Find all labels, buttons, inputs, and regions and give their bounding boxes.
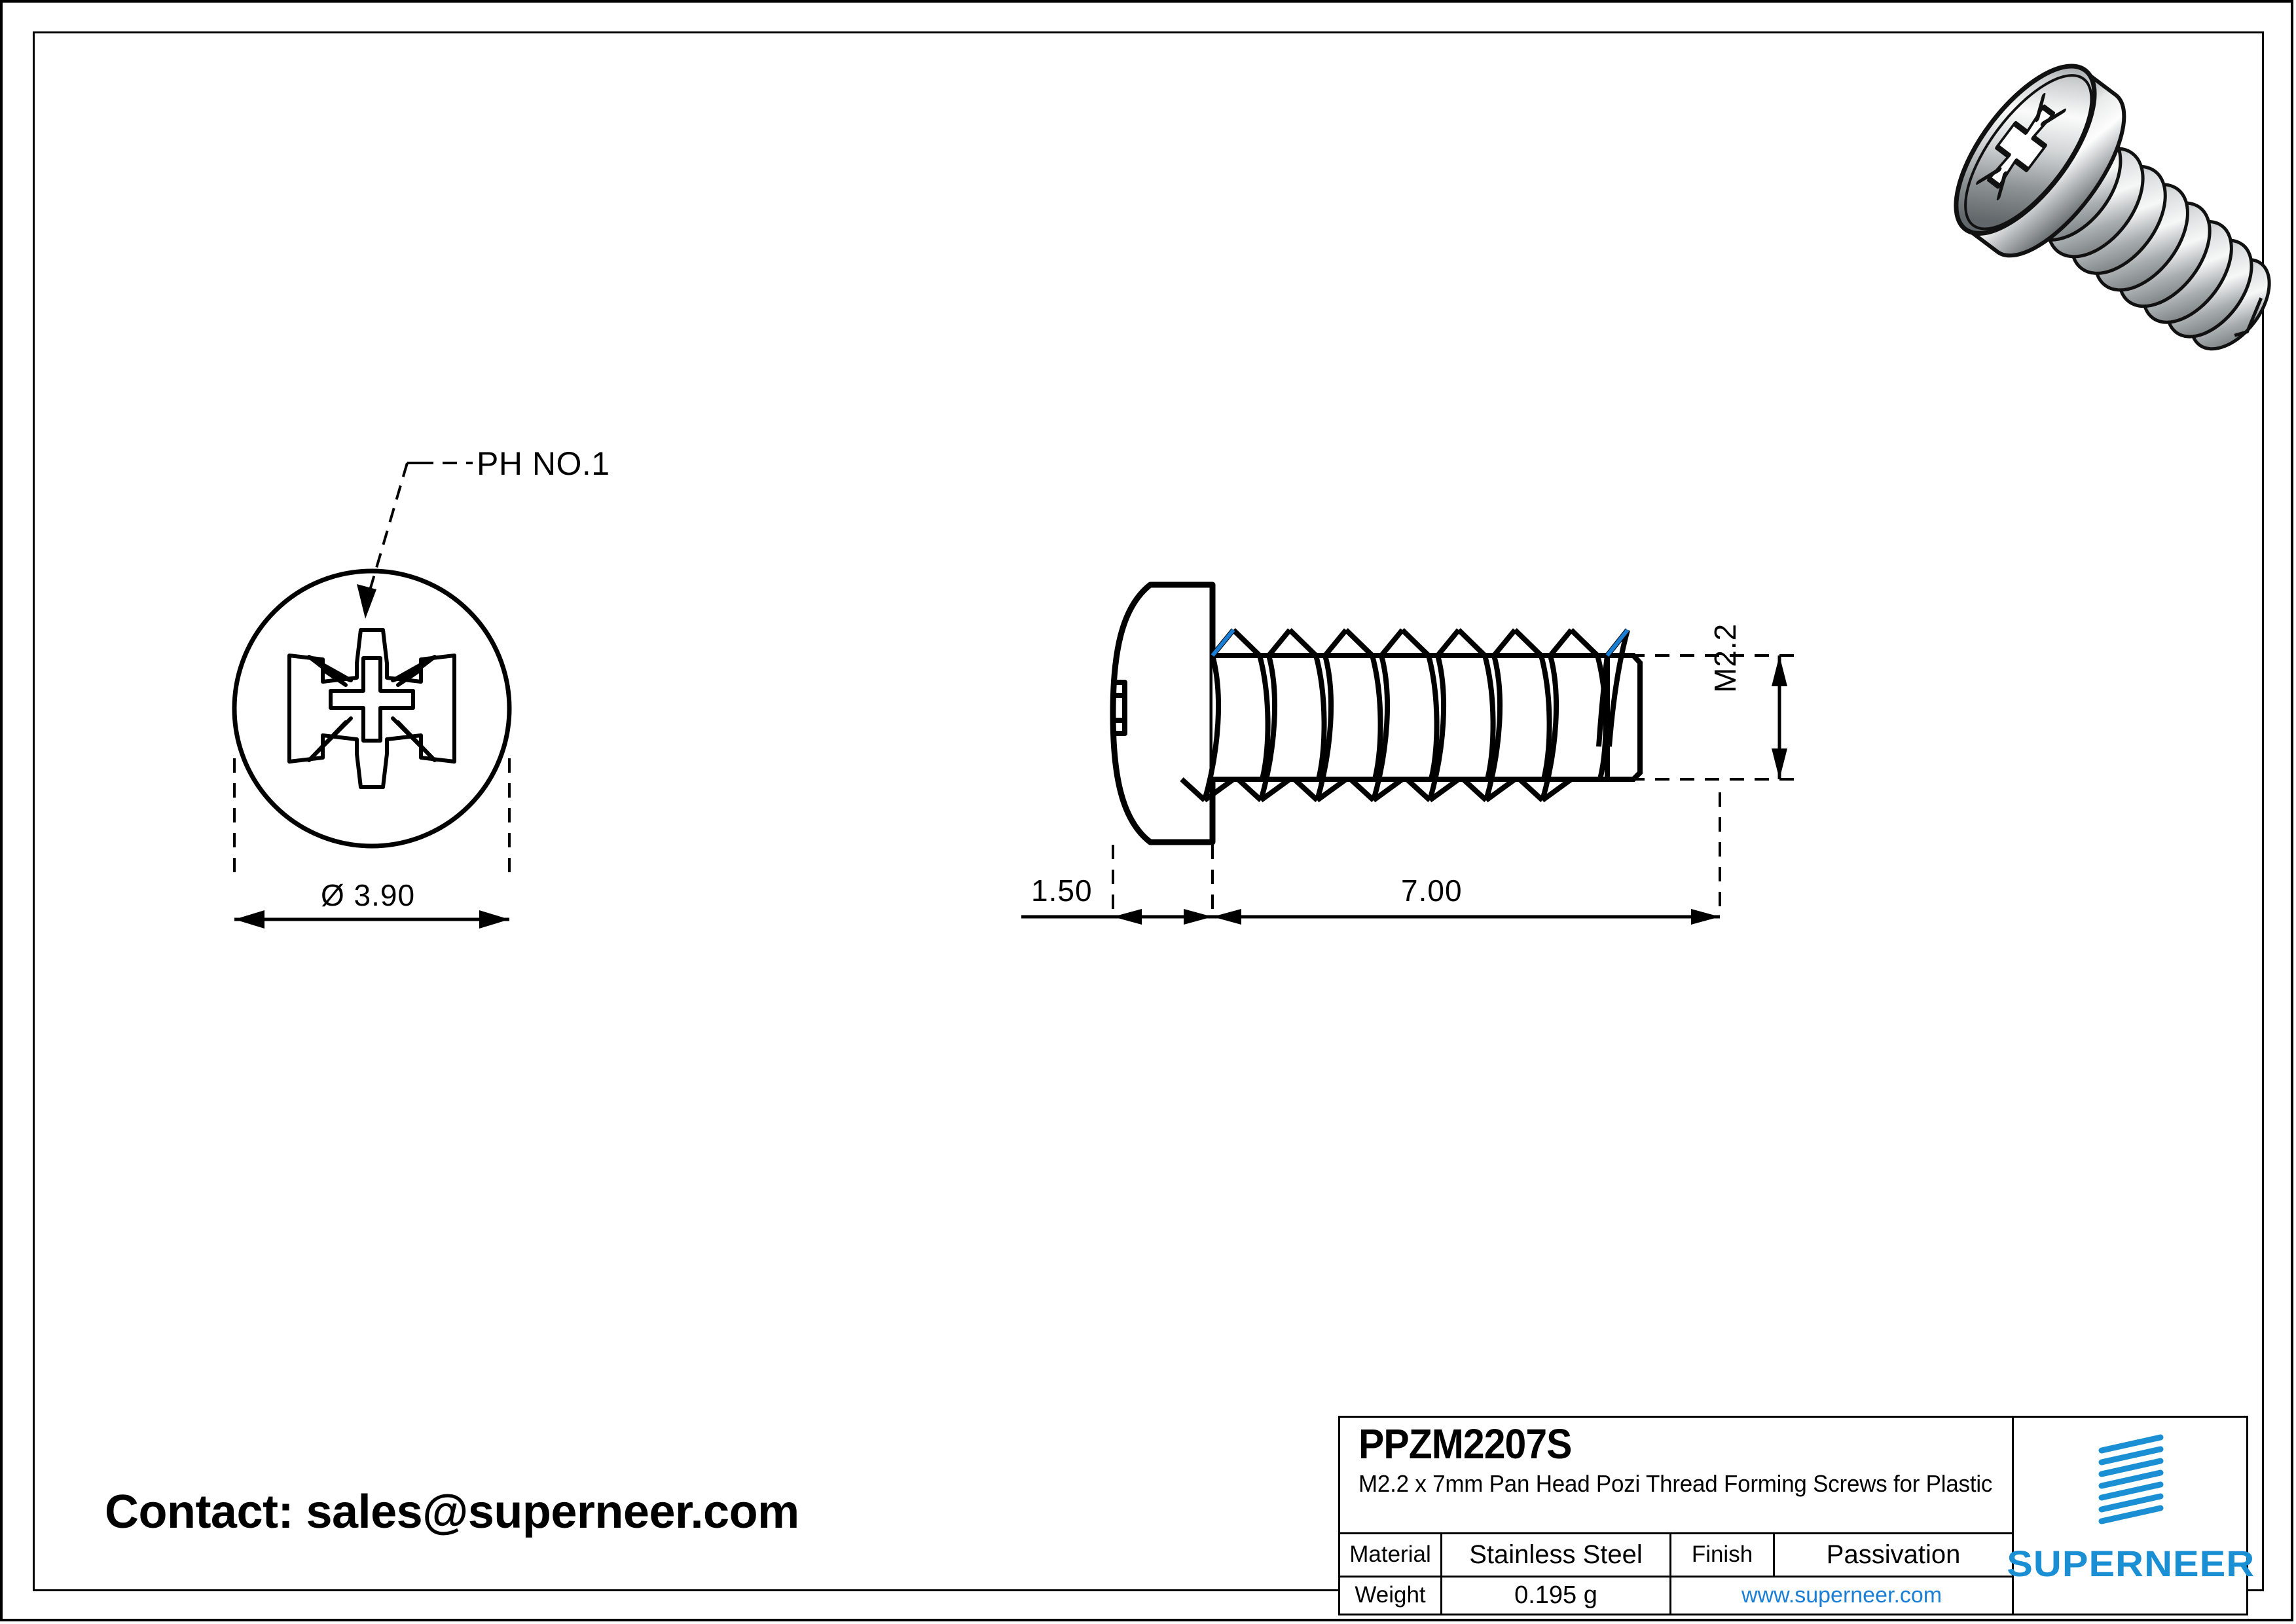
finish-value: Passivation <box>1826 1540 1961 1569</box>
diameter-dimension-label: Ø 3.90 <box>321 878 416 912</box>
title-block-title-area: PPZM2207S M2.2 x 7mm Pan Head Pozi Threa… <box>1340 1418 2013 1535</box>
length-dimension-label: 7.00 <box>1401 874 1463 908</box>
spec-row-weight: Weight 0.195 g www.superneer.com <box>1340 1577 2012 1614</box>
head-height-dimension-label: 1.50 <box>1031 874 1093 908</box>
weight-value: 0.195 g <box>1442 1577 1671 1614</box>
brand-name: SUPERNEER <box>2007 1543 2255 1584</box>
sheet-inner-border <box>33 31 2264 1591</box>
ph-no-label: PH NO.1 <box>477 445 610 482</box>
material-label: Material <box>1340 1534 1442 1576</box>
thread-dimension-label: M2.2 <box>1708 623 1742 693</box>
part-number: PPZM2207S <box>1358 1420 1572 1467</box>
superneer-stripes-logo-icon <box>2092 1432 2170 1530</box>
part-description: M2.2 x 7mm Pan Head Pozi Thread Forming … <box>1358 1470 1993 1497</box>
title-block: PPZM2207S M2.2 x 7mm Pan Head Pozi Threa… <box>1338 1416 2254 1615</box>
title-block-left: PPZM2207S M2.2 x 7mm Pan Head Pozi Threa… <box>1340 1418 2014 1614</box>
weight-label: Weight <box>1340 1577 1442 1614</box>
contact-line: Contact: sales@superneer.com <box>105 1486 799 1538</box>
brand-panel: SUPERNEER <box>2007 1418 2254 1614</box>
website-link[interactable]: www.superneer.com <box>1741 1582 1942 1608</box>
finish-label: Finish <box>1671 1534 1775 1576</box>
spec-row-material: Material Stainless Steel Finish Passivat… <box>1340 1534 2013 1578</box>
material-value: Stainless Steel <box>1442 1534 1671 1576</box>
